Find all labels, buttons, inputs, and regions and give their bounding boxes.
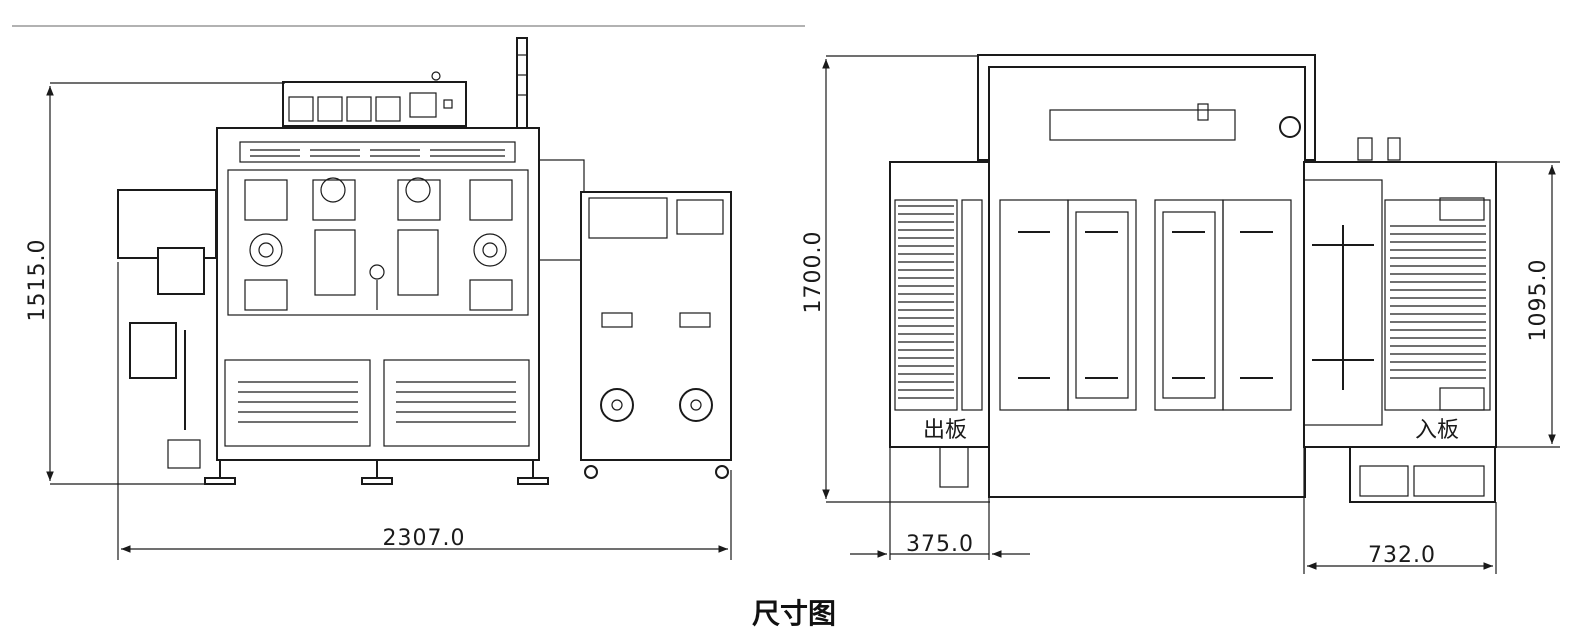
side-inner-height-label: 1095.0 bbox=[1526, 259, 1551, 342]
outlet-label: 出板 bbox=[923, 418, 967, 443]
side-height-label: 1700.0 bbox=[801, 231, 826, 314]
front-view bbox=[46, 37, 732, 560]
outlet-length-label: 375.0 bbox=[906, 532, 974, 557]
front-width-label: 2307.0 bbox=[383, 526, 466, 551]
drawing-caption: 尺寸图 bbox=[752, 597, 836, 630]
side-view bbox=[822, 54, 1560, 574]
inlet-label: 入板 bbox=[1415, 418, 1459, 443]
inlet-length-label: 732.0 bbox=[1368, 543, 1436, 568]
front-height-label: 1515.0 bbox=[25, 239, 50, 322]
